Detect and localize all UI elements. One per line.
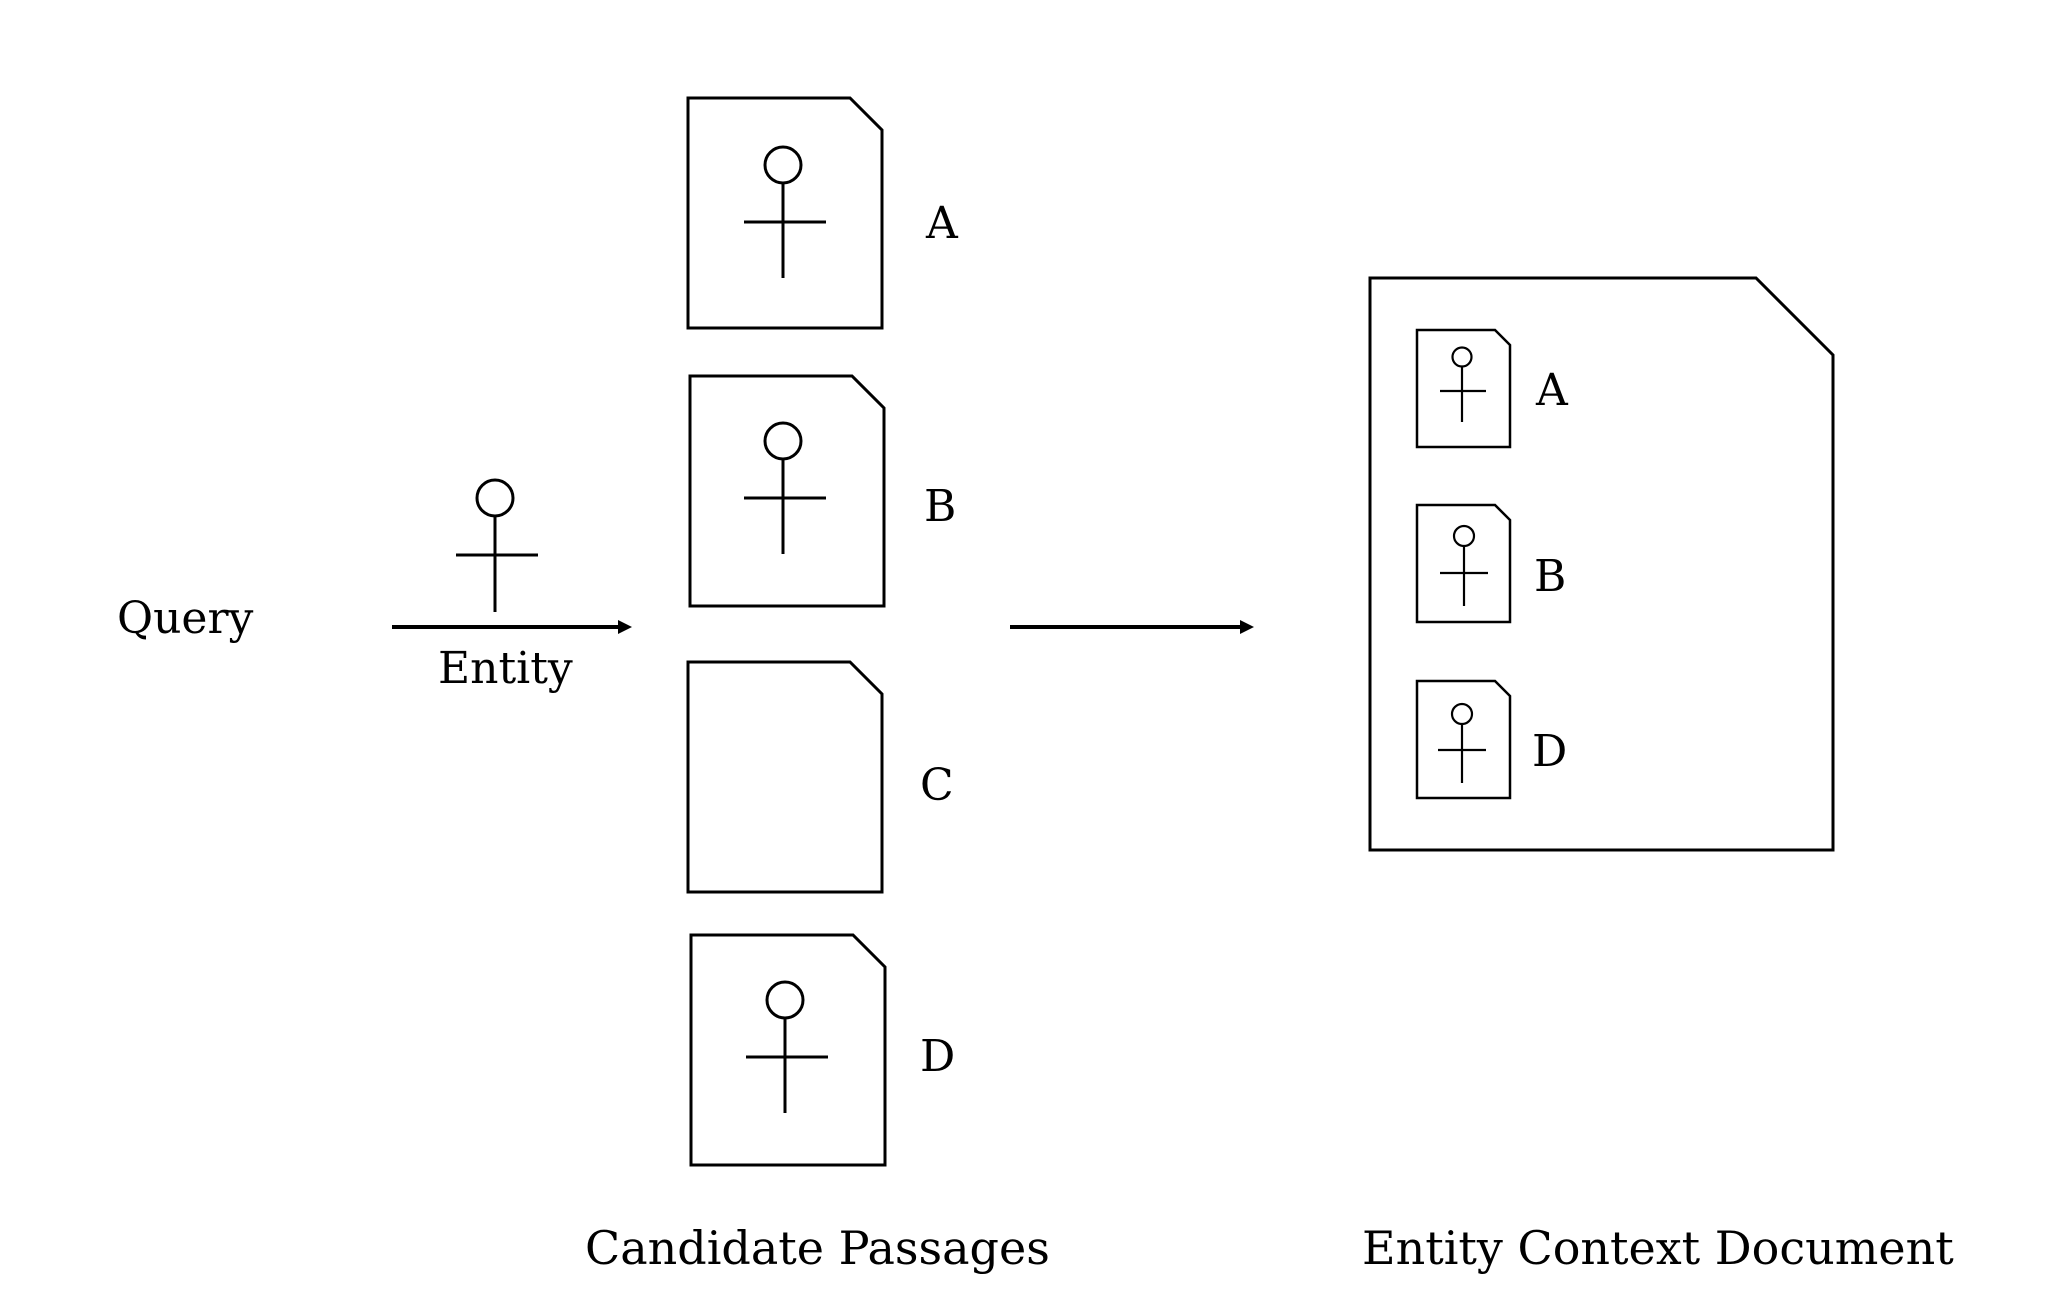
context-passage-a [1415,328,1512,449]
passage-label-c: C [920,760,954,811]
document-icon [689,933,887,1167]
context-passage-d [1415,679,1512,800]
entity-context-document-title: Entity Context Document [1362,1221,1954,1275]
person-icon [1440,524,1488,606]
entity-label: Entity [438,643,573,694]
candidate-passages-title: Candidate Passages [585,1221,1050,1275]
person-icon [744,145,826,278]
document-icon [1415,328,1512,449]
query-to-passages-arrow [392,620,632,634]
candidate-passage-a [686,96,884,330]
document-icon [688,374,886,608]
document-icon [686,660,884,894]
context-passage-b [1415,503,1512,624]
passage-label-b: B [924,481,956,532]
entity-person-icon [456,478,538,612]
passage-label-a: A [925,198,959,249]
document-icon [1415,679,1512,800]
context-label-b: B [1534,551,1566,602]
candidate-passage-b [688,374,886,608]
query-label: Query [117,593,253,644]
person-icon [1438,702,1486,783]
context-label-a: A [1535,365,1569,416]
document-icon [686,96,884,330]
context-label-d: D [1532,726,1567,777]
passages-to-document-arrow [1010,620,1254,634]
entity-context-document: A B D [1368,276,1835,852]
passage-label-d: D [920,1031,955,1082]
candidate-passage-c [686,660,884,894]
candidate-passage-d [689,933,887,1167]
person-icon [1440,346,1486,422]
person-icon [744,421,826,554]
person-icon [746,980,828,1113]
